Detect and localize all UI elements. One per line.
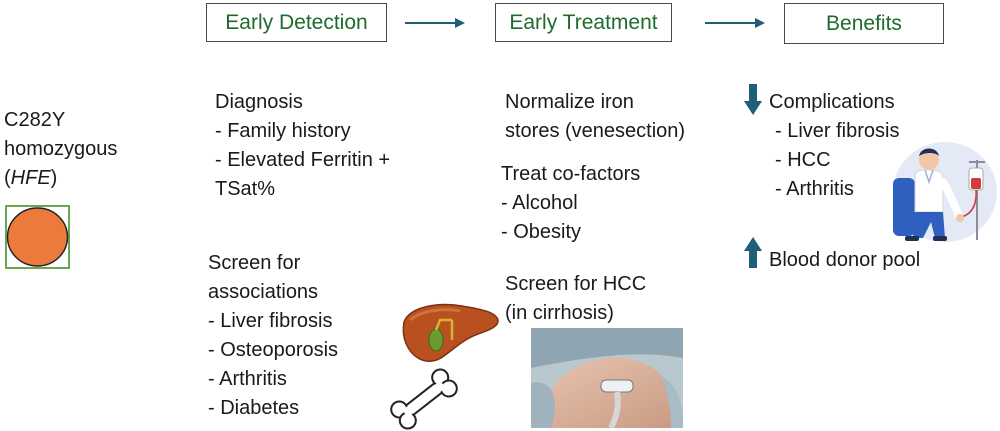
diagnosis-item: - Family history <box>215 120 351 142</box>
right-arrow-icon <box>705 18 765 28</box>
gene-name: HFE <box>10 167 51 189</box>
cofactors-line: - Obesity <box>501 221 582 243</box>
complications-block: Complications - Liver fibrosis - HCC - A… <box>769 88 899 204</box>
screen-hcc-block: Screen for HCC (in cirrhosis) <box>505 270 646 328</box>
gene-paren-close: ) <box>50 167 58 189</box>
cofactors-line: - Alcohol <box>501 192 578 214</box>
screen-hcc-line: (in cirrhosis) <box>505 302 614 324</box>
screen-assoc-line: associations <box>208 281 319 303</box>
gene-line3: (HFE) <box>4 164 117 193</box>
screen-assoc-line: - Arthritis <box>208 368 287 390</box>
blood-donor-icon <box>893 142 997 242</box>
complications-item: - Arthritis <box>775 178 854 200</box>
complications-item: - Liver fibrosis <box>775 120 900 142</box>
liver-icon <box>402 303 499 362</box>
up-arrow-icon <box>744 237 762 268</box>
header-early-detection: Early Detection <box>206 3 387 42</box>
complications-item: - HCC <box>775 149 831 171</box>
complications-title: Complications <box>769 91 895 113</box>
normalize-line: Normalize iron <box>505 91 634 113</box>
header-early-treatment: Early Treatment <box>495 3 672 42</box>
diagnosis-title: Diagnosis <box>215 91 303 113</box>
gene-line2: homozygous <box>4 138 118 160</box>
down-arrow-icon <box>744 84 762 115</box>
gene-label: C282Y homozygous (HFE) <box>4 106 117 193</box>
cofactors-block: Treat co-factors - Alcohol - Obesity <box>501 160 640 247</box>
screen-assoc-line: - Diabetes <box>208 397 300 419</box>
blood-donor-pool-label: Blood donor pool <box>769 249 921 271</box>
screen-associations-block: Screen for associations - Liver fibrosis… <box>208 249 338 423</box>
bone-icon <box>390 368 458 430</box>
cofactors-line: Treat co-factors <box>501 163 641 185</box>
diagnosis-item: - Elevated Ferritin + <box>215 149 391 171</box>
normalize-block: Normalize iron stores (venesection) <box>505 88 685 146</box>
gene-paren-open: ( <box>4 167 11 189</box>
screen-assoc-line: - Osteoporosis <box>208 339 339 361</box>
screen-hcc-line: Screen for HCC <box>505 273 647 295</box>
screen-assoc-line: - Liver fibrosis <box>208 310 333 332</box>
diagnosis-item: TSat% <box>215 178 276 200</box>
gene-line1: C282Y <box>4 109 66 131</box>
diagnosis-block: Diagnosis - Family history - Elevated Fe… <box>215 88 390 204</box>
normalize-line: stores (venesection) <box>505 120 686 142</box>
screen-assoc-line: Screen for <box>208 252 301 274</box>
header-benefits: Benefits <box>784 3 944 44</box>
right-arrow-icon <box>405 18 465 28</box>
ultrasound-photo <box>531 328 683 428</box>
homozygous-symbol <box>5 205 70 269</box>
